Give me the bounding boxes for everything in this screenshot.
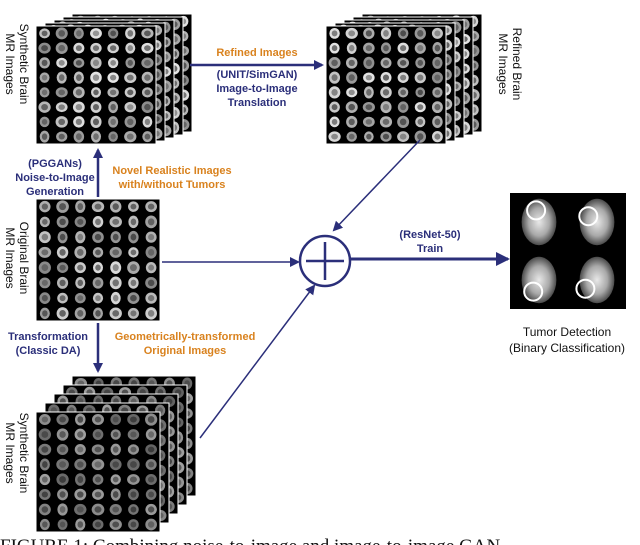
stack-label-bottom-2: MR Images bbox=[3, 422, 17, 483]
plus-circle-icon bbox=[298, 234, 352, 288]
synthetic-brain-stack-bottom bbox=[35, 375, 197, 533]
train-blue-line1: (ResNet-50) bbox=[399, 229, 460, 241]
connector-refined-to-combine bbox=[332, 139, 421, 232]
tumor-marker-icon bbox=[523, 281, 544, 302]
tumor-marker-icon bbox=[578, 206, 599, 227]
stack-label-top-right-2: MR Images bbox=[496, 33, 510, 94]
refine-blue-line2: Image-to-Image bbox=[216, 83, 297, 95]
output-subtitle: (Binary Classification) bbox=[509, 341, 625, 355]
transform-orange-line1: Geometrically-transformed bbox=[115, 331, 256, 343]
refine-orange-label: Refined Images bbox=[216, 47, 297, 59]
brain-scan-image bbox=[579, 256, 615, 304]
stack-label-middle-1: Original Brain bbox=[17, 222, 31, 295]
refine-blue-line1: (UNIT/SimGAN) bbox=[217, 69, 298, 81]
brain-scan-image bbox=[521, 256, 557, 304]
output-title: Tumor Detection bbox=[523, 325, 611, 339]
stack-label-top-left-1: Synthetic Brain bbox=[17, 24, 31, 105]
pggan-orange-line2: with/without Tumors bbox=[118, 179, 226, 191]
pggan-blue-line2: Noise-to-Image bbox=[15, 172, 94, 184]
connector-synthetic-to-combine bbox=[199, 284, 316, 439]
tumor-detection-panel bbox=[510, 193, 626, 309]
pggan-orange-line1: Novel Realistic Images bbox=[112, 165, 231, 177]
train-blue-line2: Train bbox=[417, 243, 444, 255]
tumor-marker-icon bbox=[575, 278, 596, 299]
transform-blue-line2: (Classic DA) bbox=[16, 345, 81, 357]
figure-caption: FIGURE 1: Combining noise-to-image and i… bbox=[0, 536, 501, 545]
transform-blue-line1: Transformation bbox=[8, 331, 88, 343]
refined-brain-stack bbox=[325, 13, 483, 145]
pggan-blue-line3: Generation bbox=[26, 186, 84, 198]
pggan-blue-line1: (PGGANs) bbox=[28, 158, 82, 170]
original-brain-stack bbox=[35, 198, 161, 322]
stack-label-top-right-1: Refined Brain bbox=[510, 28, 524, 101]
brain-scan-image bbox=[521, 198, 557, 246]
stack-label-bottom-1: Synthetic Brain bbox=[17, 413, 31, 494]
refine-blue-line3: Translation bbox=[228, 97, 287, 109]
stack-label-middle-2: MR Images bbox=[3, 227, 17, 288]
stack-label-top-left-2: MR Images bbox=[3, 33, 17, 94]
transform-orange-line2: Original Images bbox=[144, 345, 227, 357]
tumor-marker-icon bbox=[526, 200, 547, 221]
brain-scan-image bbox=[579, 198, 615, 246]
synthetic-brain-stack-top bbox=[35, 13, 193, 145]
